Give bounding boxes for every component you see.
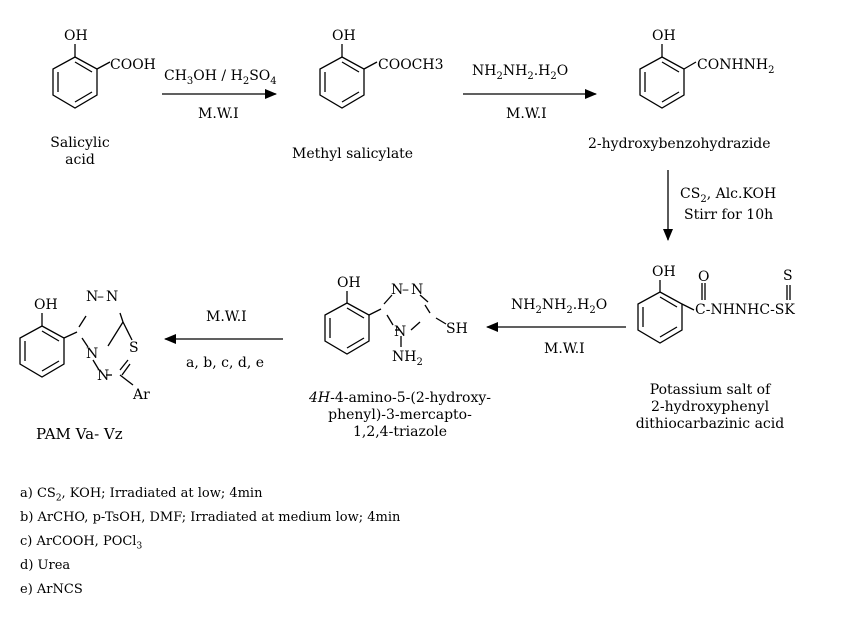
- salicylic-acid-structure: [52, 44, 111, 109]
- potassium-salt-oh-label: OH: [652, 264, 676, 280]
- hydroxybenzohydrazide-structure: [639, 44, 697, 109]
- methyl-salicylate-name: Methyl salicylate: [292, 146, 414, 162]
- methyl-salicylate-ester-label: COOCH3: [378, 57, 444, 73]
- triazole-sh-label: SH: [446, 321, 468, 337]
- triazole-name: 4H-4-amino-5-(2-hydroxy- phenyl)-3-merca…: [308, 390, 492, 440]
- salicylic-cooh-label: COOH: [110, 57, 156, 73]
- salicylic-acid-name: Salicylic acid: [50, 135, 110, 168]
- arrow-3-condition: Stirr for 10h: [684, 207, 773, 223]
- arrow-3-reagent: CS2, Alc.KOH: [680, 186, 776, 205]
- pam-name: PAM Va- Vz: [36, 425, 123, 443]
- footnote-a: a) CS2, KOH; Irradiated at low; 4min: [20, 486, 263, 504]
- triazole-ring-n2: N: [411, 282, 423, 298]
- arrow-2-reagent: NH2NH2.H2O: [472, 63, 568, 82]
- pam-ring-dash: –: [97, 289, 104, 305]
- salicylic-oh-label: OH: [64, 28, 88, 44]
- footnote-e: e) ArNCS: [20, 582, 83, 597]
- pam-ring-n-top2: N: [106, 289, 118, 305]
- pam-ring-s: S: [129, 340, 139, 356]
- footnote-b: b) ArCHO, p-TsOH, DMF; Irradiated at med…: [20, 510, 401, 525]
- arrow-4-condition: M.W.I: [544, 341, 585, 357]
- potassium-salt-name: Potassium salt of 2-hydroxyphenyl dithio…: [635, 382, 785, 432]
- hydrazide-oh-label: OH: [652, 28, 676, 44]
- arrow-5-steps: a, b, c, d, e: [186, 355, 264, 371]
- pam-ring-n-top1: N: [86, 289, 98, 305]
- triazole-oh-label: OH: [337, 275, 361, 291]
- triazole-ring-n4: N: [394, 324, 406, 340]
- hydrazide-group-label: CONHNH2: [697, 57, 774, 76]
- triazole-ring-dash: –: [402, 282, 409, 298]
- potassium-salt-structure: [637, 280, 791, 344]
- potassium-salt-o-label: O: [698, 269, 709, 285]
- triazole-nh2-label: NH2: [392, 349, 423, 368]
- arrow-5-condition: M.W.I: [206, 309, 247, 325]
- arrow-2-condition: M.W.I: [506, 106, 547, 122]
- pam-structure: [19, 312, 134, 386]
- methyl-salicylate-structure: [319, 44, 378, 109]
- hydroxybenzohydrazide-name: 2-hydroxybenzohydrazide: [588, 136, 771, 152]
- pam-ring-n-mid: N: [86, 346, 98, 362]
- triazole-structure: [324, 291, 447, 355]
- methyl-salicylate-oh-label: OH: [332, 28, 356, 44]
- footnote-d: d) Urea: [20, 558, 71, 573]
- arrow-1-reagent: CH3OH / H2SO4: [164, 68, 277, 87]
- footnote-c: c) ArCOOH, POCl3: [20, 534, 143, 552]
- potassium-salt-s-label: S: [783, 268, 793, 284]
- arrow-1-condition: M.W.I: [198, 106, 239, 122]
- arrow-4-reagent: NH2NH2.H2O: [511, 297, 607, 316]
- potassium-salt-chain-label: C-NHNHC-SK: [695, 302, 795, 318]
- pam-ring-n-low: N: [97, 368, 109, 384]
- triazole-ring-n1: N: [391, 282, 403, 298]
- pam-ar-label: Ar: [132, 387, 150, 403]
- pam-oh-label: OH: [34, 297, 58, 313]
